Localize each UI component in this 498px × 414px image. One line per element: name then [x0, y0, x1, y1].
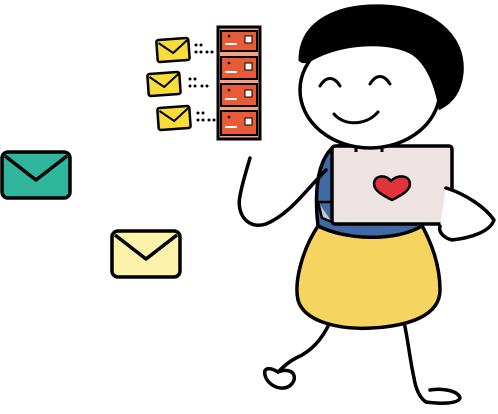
- legs: [263, 320, 462, 405]
- envelope-icon-teal: [0, 150, 72, 200]
- right-arm: [437, 186, 496, 242]
- envelope-icon-small-2: [146, 70, 209, 98]
- hair: [298, 4, 464, 111]
- left-arm: [237, 156, 328, 227]
- laptop-icon: [316, 144, 454, 226]
- skirt: [295, 220, 442, 331]
- envelope-icon-small-3: [156, 104, 216, 132]
- head: [298, 4, 464, 152]
- server-icon: [216, 25, 262, 141]
- heart-icon: [372, 175, 412, 202]
- envelope-icon-pale-yellow: [110, 229, 182, 279]
- envelope-icon-small-1: [155, 36, 214, 64]
